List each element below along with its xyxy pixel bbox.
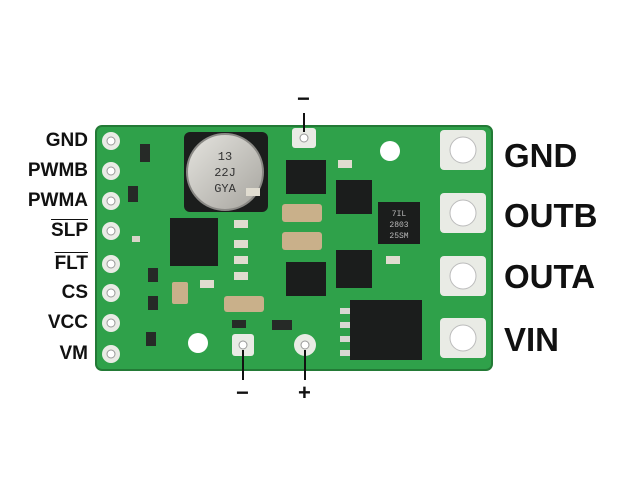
- mosfet-3: [286, 262, 326, 296]
- right-terminal-pads: [440, 130, 486, 358]
- pin-label-slp: SLP: [51, 220, 88, 241]
- pin-label-gnd: GND: [45, 130, 88, 151]
- cap-marking-2: 22J: [214, 166, 236, 180]
- terminal-label-outa: OUTA: [504, 258, 596, 295]
- bottom-plus-symbol: +: [298, 380, 311, 405]
- cap-marking-1: 13: [218, 150, 232, 164]
- mosfet-1: [286, 160, 326, 194]
- electrolytic-capacitor: [186, 133, 264, 211]
- terminal-label-outb: OUTB: [504, 197, 598, 234]
- terminal-label-gnd: GND: [504, 137, 578, 174]
- mount-hole-bottom: [188, 333, 208, 353]
- small-chip: [378, 202, 420, 244]
- controller-ic: [170, 218, 218, 266]
- pin-label-flt: FLT: [54, 253, 88, 274]
- mount-hole-top: [380, 141, 400, 161]
- power-ic: [350, 300, 422, 360]
- mosfet-2: [336, 180, 372, 214]
- svg-text:7IL: 7IL: [392, 210, 407, 219]
- pin-label-vm: VM: [59, 343, 89, 364]
- svg-text:2803: 2803: [389, 221, 408, 230]
- pin-label-pwmb: PWMB: [27, 160, 88, 181]
- svg-text:25SM: 25SM: [389, 232, 408, 241]
- pin-label-pwma: PWMA: [27, 190, 88, 211]
- terminal-label-vin: VIN: [504, 321, 560, 358]
- cap-marking-3: GYA: [214, 182, 236, 196]
- pin-label-vcc: VCC: [47, 312, 88, 333]
- bottom-minus-symbol: −: [236, 380, 249, 405]
- top-minus-symbol: −: [297, 86, 310, 111]
- pin-label-cs: CS: [61, 282, 88, 303]
- left-pin-pads: [102, 132, 120, 363]
- mosfet-4: [336, 250, 372, 288]
